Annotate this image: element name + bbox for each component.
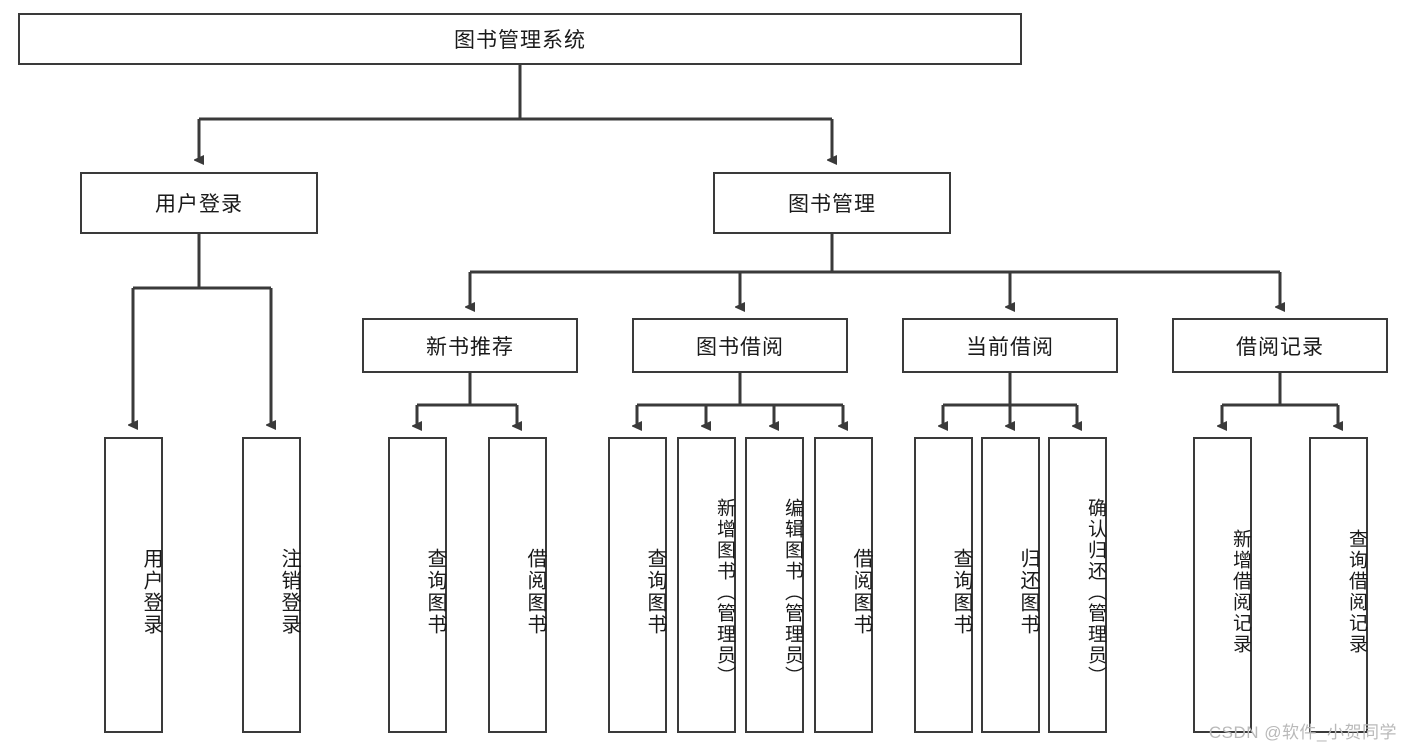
node-book-borrow[interactable]: 图书借阅 — [632, 318, 848, 373]
node-leaf-query-book-1[interactable]: 查询图书 — [388, 437, 447, 733]
node-book-manage[interactable]: 图书管理 — [713, 172, 951, 234]
node-borrow-record[interactable]: 借阅记录 — [1172, 318, 1388, 373]
node-leaf-query-book-2[interactable]: 查询图书 — [608, 437, 667, 733]
node-leaf-confirm-return[interactable]: 确认归还（管理员） — [1048, 437, 1107, 733]
node-leaf-edit-book[interactable]: 编辑图书（管理员） — [745, 437, 804, 733]
node-leaf-logout-login[interactable]: 注销登录 — [242, 437, 301, 733]
node-leaf-user-login[interactable]: 用户登录 — [104, 437, 163, 733]
node-leaf-add-book[interactable]: 新增图书（管理员） — [677, 437, 736, 733]
node-leaf-query-record[interactable]: 查询借阅记录 — [1309, 437, 1368, 733]
node-new-book-rec[interactable]: 新书推荐 — [362, 318, 578, 373]
node-current-borrow[interactable]: 当前借阅 — [902, 318, 1118, 373]
watermark-text: CSDN @软件_小贺同学 — [1208, 723, 1397, 742]
node-root[interactable]: 图书管理系统 — [18, 13, 1022, 65]
node-leaf-add-record[interactable]: 新增借阅记录 — [1193, 437, 1252, 733]
node-leaf-borrow-book-2[interactable]: 借阅图书 — [814, 437, 873, 733]
node-user-login[interactable]: 用户登录 — [80, 172, 318, 234]
node-leaf-borrow-book-1[interactable]: 借阅图书 — [488, 437, 547, 733]
node-leaf-query-book-3[interactable]: 查询图书 — [914, 437, 973, 733]
node-leaf-return-book[interactable]: 归还图书 — [981, 437, 1040, 733]
